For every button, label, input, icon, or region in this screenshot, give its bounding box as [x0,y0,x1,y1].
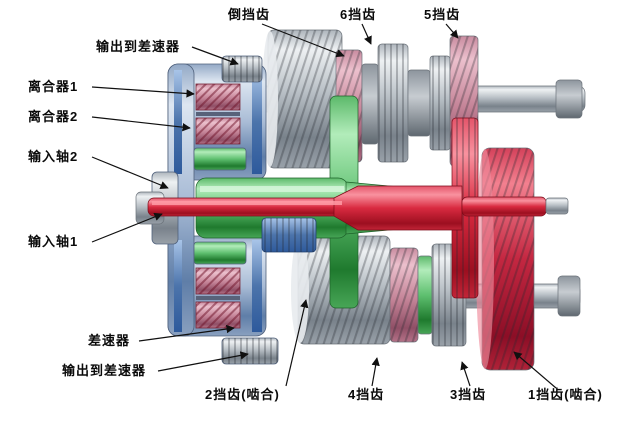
label-gear3: 3挡齿 [450,387,487,402]
output-pinion [261,217,317,253]
leader-differential [138,324,235,342]
leader-clutch2 [91,116,191,132]
synchro-hub-5-6 [407,69,431,137]
red-shaft-thick [333,185,463,231]
leader-lines [91,23,557,389]
clutch2-friction-pack [195,117,241,145]
red-shaft-right [461,196,547,217]
label-gear5: 5挡齿 [424,7,461,22]
label-reverse-gear: 倒挡齿 [228,7,271,22]
label-differential: 差速器 [88,333,131,348]
output-drive-gear-upper [262,29,343,169]
label-clutch1: 离合器1 [28,79,79,94]
gear-4 [389,247,419,343]
red-shaft-tip [545,197,569,215]
label-gear6: 6挡齿 [340,7,377,22]
clutch-hub-upper [193,147,247,171]
upper-shaft-end-nut [555,79,583,119]
leader-gear2 [285,299,309,387]
clutch-hub-lower [193,241,247,265]
lower-shaft-end-nut [557,275,581,317]
leader-output-diff-bottom [157,351,249,372]
clutch-ring-lower-right [252,240,262,332]
clutch1-friction-pack-lower [195,301,241,329]
lower-counter-shaft-assembly [291,147,581,371]
clutch-separator-upper [196,112,240,116]
clutch-ring-upper-right [252,70,262,174]
leader-gear3 [460,361,471,387]
clutch-ring-upper-left [174,70,182,174]
leader-clutch1 [91,86,195,98]
clutch1-friction-pack [195,83,241,111]
label-gear2: 2挡齿(啮合) [205,387,280,402]
leader-reverse-gear [261,23,345,58]
red-highlight [152,201,342,205]
clutch-ring-lower-left [174,240,182,332]
clutch2-friction-pack-lower [195,267,241,295]
differential-ring-gear [221,337,279,365]
label-gear4: 4挡齿 [348,387,385,402]
clutch-separator-lower [196,296,240,300]
leader-gear6 [361,23,372,45]
gear-1 [476,147,535,371]
green-highlight [200,186,344,192]
gear-6 [377,43,409,163]
leader-input-shaft1 [91,212,163,243]
leader-gear4 [371,357,380,387]
upper-idler-gear [429,55,451,151]
label-output-to-diff-bottom: 输出到差速器 [62,363,147,378]
label-clutch2: 离合器2 [28,109,79,124]
label-input-shaft2: 输入轴2 [28,149,79,164]
synchro-ring-3-4 [417,255,433,335]
leader-gear5 [445,23,459,39]
label-input-shaft1: 输入轴1 [28,234,79,249]
input-shaft-1 [135,117,569,299]
upper-counter-shaft-assembly [254,29,586,169]
red-shaft-thin [147,197,349,217]
upper-spacer [361,63,379,145]
leader-output-diff-top [191,46,239,66]
leader-gear1 [513,351,557,389]
clutch-assembly [151,55,279,365]
label-gear1: 1挡齿(啮合) [528,387,603,402]
leader-input-shaft2 [91,156,169,190]
label-output-to-diff-top: 输出到差速器 [96,39,181,54]
